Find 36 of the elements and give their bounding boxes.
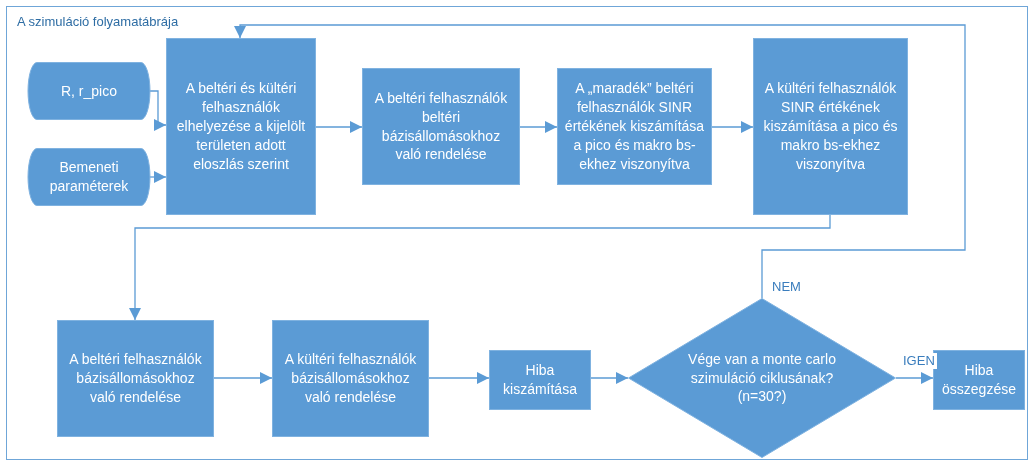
node-text: A „maradék” beltéri felhasználók SINR értékének kiszámítása a pico és makro bs-ekhez viszonyítva [564, 79, 705, 174]
arrow [213, 372, 273, 384]
node-text: A beltéri felhasználók beltéri bázisállomásokhoz való rendelése [373, 88, 509, 165]
process-box [57, 320, 214, 437]
arrow [149, 90, 167, 131]
node-text: A kültéri felhasználók bázisállomásokhoz való rendelése [283, 350, 418, 407]
arrow [149, 171, 167, 183]
frame-border [6, 6, 1028, 460]
arrow [895, 372, 934, 384]
node-text: Bemeneti paraméterek [48, 158, 130, 196]
arrow [315, 121, 363, 133]
arrow [519, 121, 558, 133]
node-text: R, r_pico [61, 81, 117, 101]
process-box [753, 38, 908, 215]
process-box [557, 68, 712, 185]
process-box [933, 350, 1025, 410]
arrow [129, 214, 831, 321]
node-text: A beltéri és kültéri felhasználók elhelyezése a kijelölt területen adott eloszlás szerint [175, 79, 307, 174]
data-cylinder [28, 62, 150, 120]
frame-title: A szimuláció folyamatábrája [17, 13, 179, 31]
node-text: A beltéri felhasználók bázisállomásokhoz való rendelése [68, 350, 203, 407]
decision-diamond [628, 298, 896, 458]
arrow [711, 121, 754, 133]
node-text: Hiba kiszámítása [502, 361, 578, 399]
arrow [428, 372, 490, 384]
arrow [590, 372, 629, 384]
node-text: A kültéri felhasználók SINR értékének kiszámítása a pico és makro bs-ekhez viszonyítva [762, 79, 899, 174]
process-box [166, 38, 316, 215]
arrow [234, 24, 966, 299]
process-box [362, 68, 520, 185]
node-text: Vége van a monte carlo szimuláció ciklusának? (n=30?) [688, 349, 836, 407]
edge-label: IGEN [901, 353, 937, 369]
data-cylinder [28, 148, 150, 206]
node-text: Hiba összegzése [941, 361, 1017, 399]
process-box [272, 320, 429, 437]
process-box [489, 350, 591, 410]
